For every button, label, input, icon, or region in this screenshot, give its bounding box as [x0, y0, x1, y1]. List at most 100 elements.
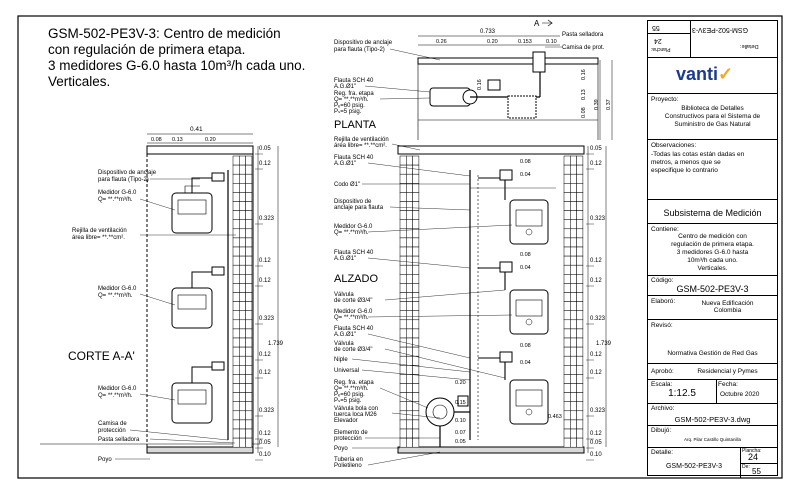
brick-cell: [570, 274, 577, 284]
brick-cell: [576, 192, 584, 202]
brick-cell: [399, 164, 407, 175]
brick-cell: [245, 155, 253, 166]
alzado-top-slab: [397, 145, 585, 155]
brick-cell: [239, 228, 246, 239]
brick-cell: [245, 201, 253, 211]
brick-cell: [239, 192, 246, 202]
corte-label-medidor1-1: Medidor G-6.0: [98, 190, 137, 196]
brick-cell: [232, 246, 240, 257]
brick-cell: [232, 155, 240, 166]
brick-cell: [232, 164, 240, 175]
brick-cell: [563, 383, 571, 393]
brick-cell: [245, 192, 253, 202]
brick-cell: [576, 173, 584, 184]
corte-right-dimensions: 0.050.120.3230.120.120.3230.120.120.3230…: [255, 146, 275, 461]
tb-dibujo: Dibujó: Arq. Pilar Castillo Quintanilla: [648, 425, 777, 448]
alzado-idim-11: 0.07: [455, 430, 466, 436]
alzado-label-poyo: Poyo: [334, 446, 348, 452]
tb-archivo: Archivo: GSM-502-PE3V-3.dwg: [648, 403, 777, 426]
dimension-label: 0.05: [259, 440, 271, 446]
alzado-idim-5: 0.08: [520, 343, 531, 349]
brick-cell: [570, 164, 577, 175]
dimension-label: 0.12: [590, 258, 602, 264]
brick-cell: [570, 173, 577, 184]
brick-cell: [399, 155, 407, 166]
brick-cell: [412, 237, 420, 248]
alzado-label-flauta2-1: Flauta SCH 40: [334, 250, 374, 256]
planta-rdim-037: 0.37: [606, 99, 612, 110]
brick-cell: [576, 183, 584, 193]
brick-cell: [239, 365, 246, 375]
alzado-label-rejilla-2: área libre= **.**cm².: [334, 143, 387, 149]
dimension-label: 0.323: [259, 408, 275, 414]
alzado-idim-1: 0.08: [520, 159, 531, 165]
planta-dim-0733: 0.733: [480, 29, 496, 35]
brick-cell: [232, 310, 240, 321]
brick-cell: [399, 283, 407, 293]
brick-cell: [412, 183, 420, 193]
brick-cell: [406, 383, 413, 393]
brick-cell: [232, 183, 240, 193]
brick-cell: [563, 310, 571, 321]
brick-cell: [576, 155, 584, 166]
planta-rdim-008: 0.08: [581, 107, 587, 118]
brick-cell: [412, 192, 420, 202]
brick-cell: [239, 410, 246, 421]
corte-dim-041: 0.41: [190, 126, 203, 133]
brick-cell: [412, 310, 420, 321]
alzado-brick-wall-left: [399, 155, 420, 448]
brick-cell: [399, 365, 407, 375]
brick-cell: [239, 428, 246, 439]
brick-cell: [570, 219, 577, 230]
alzado-brick-wall-right: [563, 155, 584, 448]
alzado-label-valvula2-1: Válvula: [334, 341, 354, 347]
vanti-logo: vanti✓: [676, 64, 734, 84]
planta-label-flauta-1: Flauta SCH 40: [334, 78, 374, 84]
corte-label-medidor3-2: Q= **.**m³/h.: [98, 393, 133, 399]
brick-cell: [232, 237, 240, 248]
brick-cell: [570, 255, 577, 266]
brick-cell: [399, 219, 407, 230]
brick-cell: [399, 201, 407, 211]
planta-section: 0.733 0.26 0.20 0.153 0.10 A 0.08 0.13 0…: [334, 19, 613, 140]
dimension-label: 0.323: [590, 316, 606, 322]
brick-cell: [245, 401, 253, 412]
planta-label-reg-2: Q= **.**m³/h.: [334, 97, 369, 103]
brick-cell: [412, 274, 420, 284]
brick-cell: [412, 201, 420, 211]
brick-cell: [245, 274, 253, 284]
brick-cell: [406, 192, 413, 202]
planta-rdim-016: 0.16: [581, 69, 587, 80]
planta-label-reg-1: Reg. fra. etapa: [334, 91, 374, 97]
title-line-1: GSM-502-PE3V-3: Centro de medición: [48, 26, 281, 41]
tb-header: 55 24 Plancha: GSM-502-PE3V-3 Detalle:: [648, 21, 777, 57]
brick-cell: [245, 255, 253, 266]
brick-cell: [563, 237, 571, 248]
alzado-label-medidor1-2: Q= **.**m³/h.: [334, 230, 369, 236]
brick-cell: [232, 383, 240, 393]
alzado-label-reg-3: Pₑ=60 psig.: [334, 392, 365, 398]
alzado-label-niple: Niple: [334, 357, 348, 363]
brick-cell: [570, 310, 577, 321]
brick-cell: [412, 301, 420, 311]
tb-escala-fecha: Escala: 1:12.5 Fecha: Octubre 2020: [648, 379, 777, 404]
brick-cell: [412, 437, 420, 448]
dimension-label: 0.05: [590, 146, 602, 152]
brick-cell: [406, 210, 413, 220]
brick-cell: [232, 292, 240, 302]
brick-cell: [570, 283, 577, 293]
brick-cell: [399, 410, 407, 421]
brick-cell: [232, 192, 240, 202]
title-line-3: 3 medidores G-6.0 hasta 10m³/h cada uno.: [48, 58, 306, 73]
brick-cell: [406, 237, 413, 248]
brick-cell: [245, 264, 253, 275]
brick-cell: [399, 237, 407, 248]
alzado-idim-9: 0.463: [548, 414, 562, 420]
brick-cell: [232, 437, 240, 448]
alzado-label-rejilla-1: Rejilla de ventilación: [334, 137, 389, 143]
brick-cell: [239, 246, 246, 257]
dimension-label: 0.12: [259, 161, 271, 167]
brick-cell: [239, 155, 246, 166]
brick-cell: [399, 183, 407, 193]
brick-cell: [245, 374, 253, 384]
